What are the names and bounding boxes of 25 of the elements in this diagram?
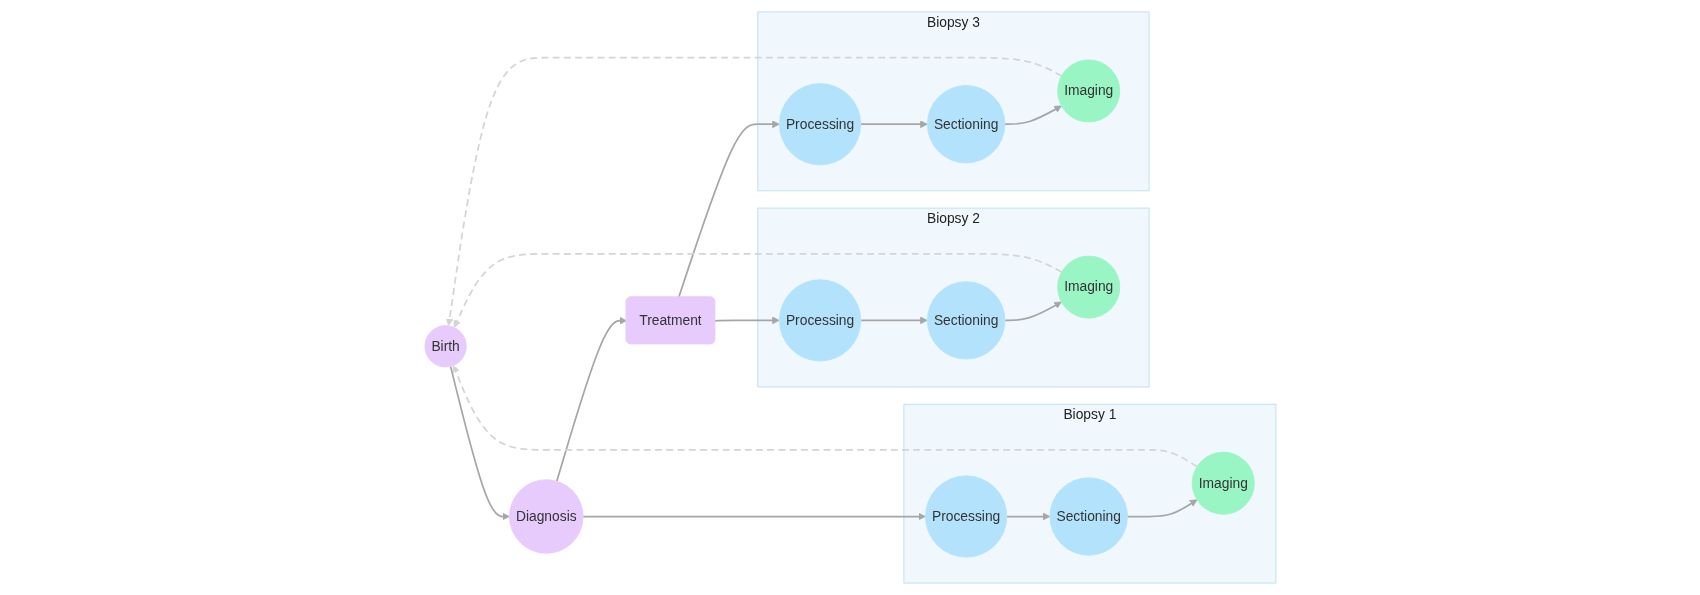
arrow: [581, 512, 926, 521]
node-circle: Sectioning: [926, 281, 1005, 360]
arrow: [453, 252, 1062, 328]
arrow: [1005, 512, 1050, 521]
arrow: [555, 316, 627, 483]
node-circle: Processing: [778, 279, 861, 362]
arrow: [452, 365, 1198, 468]
node-circle: Sectioning: [926, 85, 1005, 164]
arrow: [859, 120, 928, 128]
arrow: [445, 56, 1062, 327]
node-circle: Birth: [424, 325, 467, 368]
node-circle: Processing: [924, 475, 1007, 558]
node-circle: Processing: [778, 83, 861, 166]
node-circle: Imaging: [1056, 59, 1120, 123]
node-circle: Imaging: [1191, 451, 1255, 515]
arrow: [677, 120, 780, 299]
arrow: [859, 316, 928, 325]
arrow: [449, 365, 510, 521]
node-circle: Diagnosis: [508, 479, 584, 554]
arrow: [1003, 105, 1062, 126]
node-circle: Sectioning: [1049, 477, 1128, 556]
arrow: [1126, 499, 1197, 518]
node-circle: Imaging: [1056, 255, 1120, 319]
arrow: [713, 316, 780, 325]
arrow: [1003, 301, 1062, 322]
